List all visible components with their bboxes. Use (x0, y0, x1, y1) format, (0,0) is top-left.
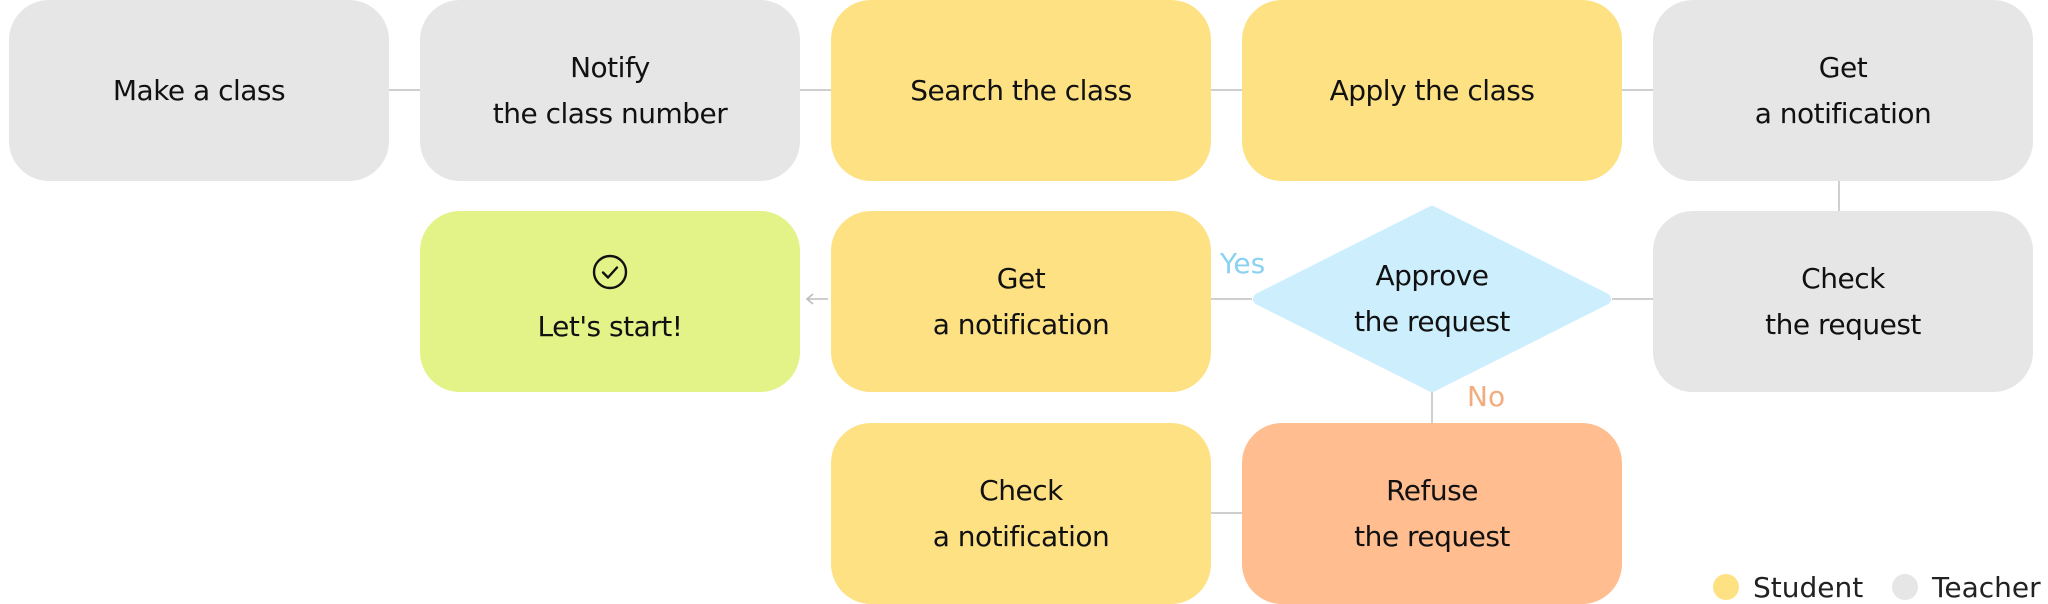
step-notify-line-1: Notify (570, 50, 650, 84)
connector-approve-to-notification (1209, 298, 1252, 300)
connector-notify-to-search (798, 89, 831, 91)
legend-student-swatch (1713, 574, 1739, 600)
legend-teacher-label: Teacher (1932, 570, 2041, 604)
connector-approve-to-refuse (1431, 390, 1433, 423)
step-lets-start: Let's start! (420, 211, 800, 392)
connector-refuse-to-check (1209, 512, 1242, 514)
check-circle-icon (592, 254, 628, 289)
step-check-notification: Check a notification (831, 423, 1211, 604)
decision-diamond-shape (1253, 206, 1611, 392)
decision-approve-line-2: the request (1354, 305, 1510, 338)
arrow-left-icon (805, 293, 828, 305)
step-teacher-notification-line-2: a notification (1754, 96, 1932, 130)
legend-teacher: Teacher (1892, 570, 2041, 604)
step-check-request-line-1: Check (1801, 261, 1885, 295)
connector-notification-to-check (1838, 181, 1840, 211)
step-make-class-label: Make a class (112, 73, 286, 107)
step-search-class-label: Search the class (910, 73, 1132, 107)
step-refuse-request-line-2: the request (1354, 519, 1510, 553)
step-apply-class-label: Apply the class (1329, 73, 1535, 107)
branch-no-label: No (1467, 380, 1506, 413)
step-notify-class-number: Notify the class number (420, 0, 800, 181)
step-search-class: Search the class (831, 0, 1211, 181)
legend-student-label: Student (1753, 570, 1864, 604)
connector-check-to-approve (1612, 298, 1654, 300)
step-student-get-notification: Get a notification (831, 211, 1211, 392)
step-student-notification-line-1: Get (996, 261, 1046, 295)
step-check-request: Check the request (1653, 211, 2033, 392)
step-teacher-get-notification: Get a notification (1653, 0, 2033, 181)
step-refuse-request-line-1: Refuse (1386, 473, 1478, 507)
legend-student: Student (1713, 570, 1863, 604)
step-apply-class: Apply the class (1242, 0, 1622, 181)
legend-teacher-swatch (1892, 574, 1918, 600)
step-refuse-request: Refuse the request (1242, 423, 1622, 604)
step-notify-line-2: the class number (492, 96, 728, 130)
decision-approve-line-1: Approve (1375, 259, 1489, 292)
branch-yes-label: Yes (1220, 247, 1266, 280)
connector-search-to-apply (1209, 89, 1242, 91)
step-teacher-notification-line-1: Get (1818, 50, 1868, 84)
connector-apply-to-notification (1620, 89, 1653, 91)
connector-make-to-notify (387, 89, 420, 91)
step-student-notification-line-2: a notification (932, 307, 1110, 341)
step-check-notification-line-2: a notification (932, 519, 1110, 553)
decision-approve-request: Approve the request (1249, 206, 1615, 392)
step-check-notification-line-1: Check (979, 473, 1063, 507)
step-make-class: Make a class (9, 0, 389, 181)
step-check-request-line-2: the request (1765, 307, 1921, 341)
step-lets-start-label: Let's start! (537, 309, 683, 343)
